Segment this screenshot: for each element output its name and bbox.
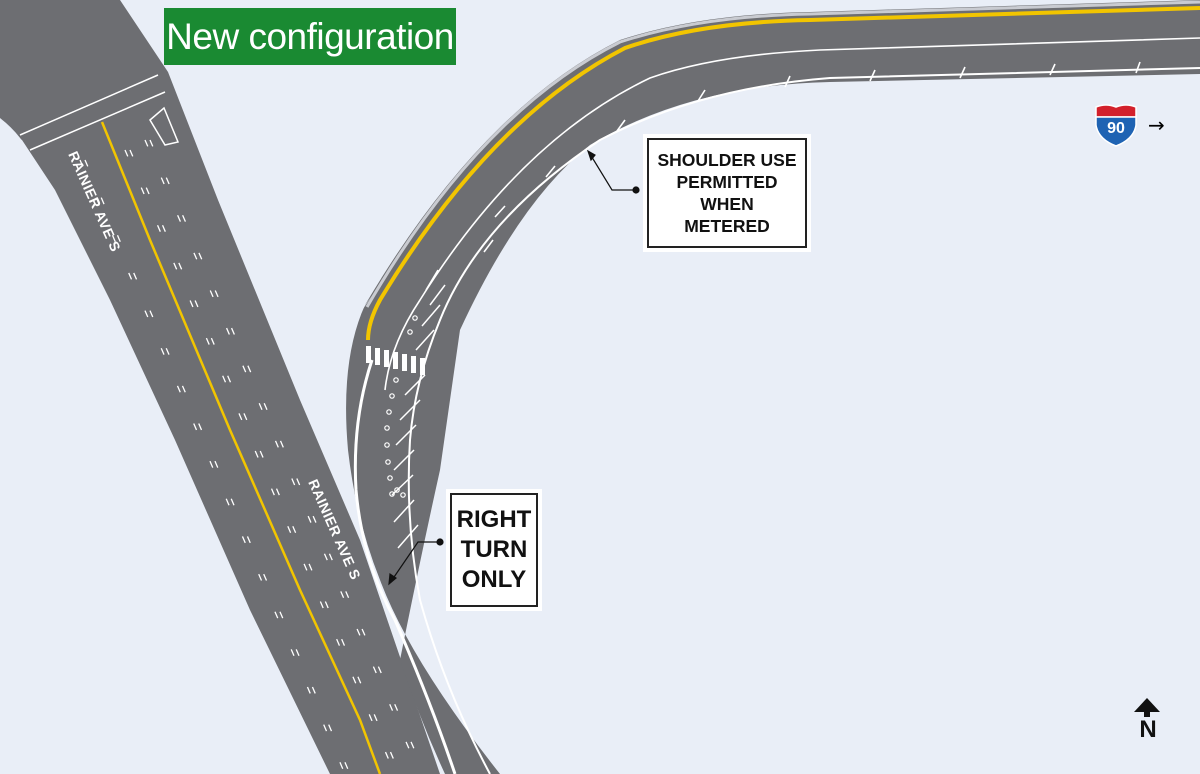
right-turn-lane-line [353,359,457,774]
sign-leaders [388,149,640,586]
shoulder-sign-line-4: METERED [684,216,770,236]
right-turn-sign-line-2: TURN [460,536,528,563]
ramp-lane-line [384,37,1200,391]
right-turn-sign-line-1: RIGHT [456,506,532,533]
rainier-yellow-centerline [100,121,382,774]
gore-island [300,285,380,426]
ramp-outer-edge [365,0,1200,308]
shoulder-sign-line-2: PERMITTED [676,172,778,192]
ramp-yellow-edge [366,6,1200,341]
ramp-crosswalk [366,346,425,375]
rainier-ave-road [0,0,440,774]
interstate-route-number: 90 [1107,120,1125,137]
ramp-shoulder-line [407,67,1200,774]
shoulder-sign-line-1: SHOULDER USE [657,150,797,170]
i90-ramp-road [346,0,1200,774]
delineator-posts [384,315,418,498]
right-turn-sign-line-3: ONLY [461,566,527,593]
rainier-ave-northwest-edge [0,118,28,160]
interstate-shield-icon: 90 [1095,104,1137,147]
north-arrow-label: N [1139,716,1157,743]
shoulder-sign-line-3: WHEN [700,194,754,214]
interstate-direction-arrow-icon: → [1148,113,1165,137]
ramp-hatching [391,269,446,549]
rainier-lane-dashes [79,139,426,774]
map-title: New configuration [164,8,456,65]
shoulder-use-sign: SHOULDER USE PERMITTED WHEN METERED [647,138,807,248]
right-turn-only-sign: RIGHT TURN ONLY [450,493,538,607]
rainier-crosswalk [19,74,180,151]
shoulder-ticks [483,61,1141,253]
north-arrow-icon [1134,698,1160,717]
